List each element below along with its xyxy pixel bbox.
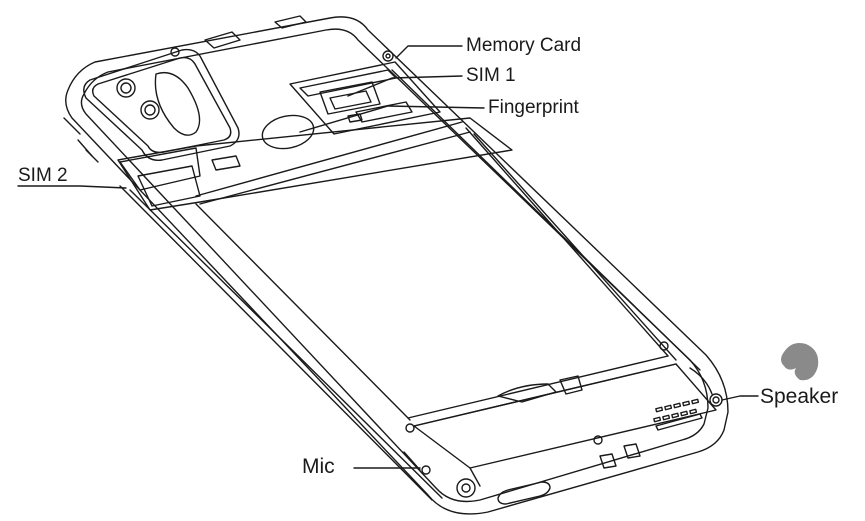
mic-label: Mic: [302, 455, 335, 478]
battery-top-edge-2: [199, 131, 471, 205]
speaker-logo-icon: [781, 343, 819, 381]
battery-left-rail: [195, 203, 411, 421]
card-holder: [289, 50, 441, 135]
leader-sim2: [17, 185, 127, 189]
sim1-label: SIM 1: [466, 65, 516, 86]
camera-module: [83, 48, 240, 161]
speaker-grille: [653, 398, 703, 431]
battery-top-edge: [195, 121, 463, 197]
battery-right-rail: [465, 127, 669, 357]
phone-outline: [65, 16, 729, 515]
leader-memory-card: [395, 45, 463, 59]
top-port: [274, 15, 307, 29]
left-frame-rail-2: [129, 189, 443, 499]
bottom-slot: [497, 481, 551, 505]
phone-inner-rim: [80, 28, 709, 503]
memory-card-label: Memory Card: [466, 35, 582, 56]
sim2-slot: [119, 147, 201, 191]
top-edge-detail: [204, 31, 241, 49]
sim2-tray: [137, 165, 201, 207]
sim2-label: SIM 2: [18, 165, 68, 186]
fingerprint-sensor: [261, 114, 315, 150]
battery-bottom-edge: [407, 355, 669, 419]
fingerprint-label: Fingerprint: [488, 97, 579, 118]
side-button-3: [85, 149, 99, 163]
leader-sim1: [347, 75, 463, 97]
battery-inner-right: [473, 133, 677, 361]
leader-fingerprint: [299, 105, 485, 133]
left-frame-rail: [119, 185, 433, 501]
speaker-label: Speaker: [760, 385, 839, 408]
right-frame-rail: [391, 69, 701, 371]
sim2-bracket: [211, 155, 241, 171]
mic-port: [403, 451, 421, 471]
leader-speaker: [721, 395, 759, 401]
bottom-housing: [405, 341, 723, 498]
top-screw: [170, 47, 180, 57]
side-button-1: [63, 117, 81, 135]
